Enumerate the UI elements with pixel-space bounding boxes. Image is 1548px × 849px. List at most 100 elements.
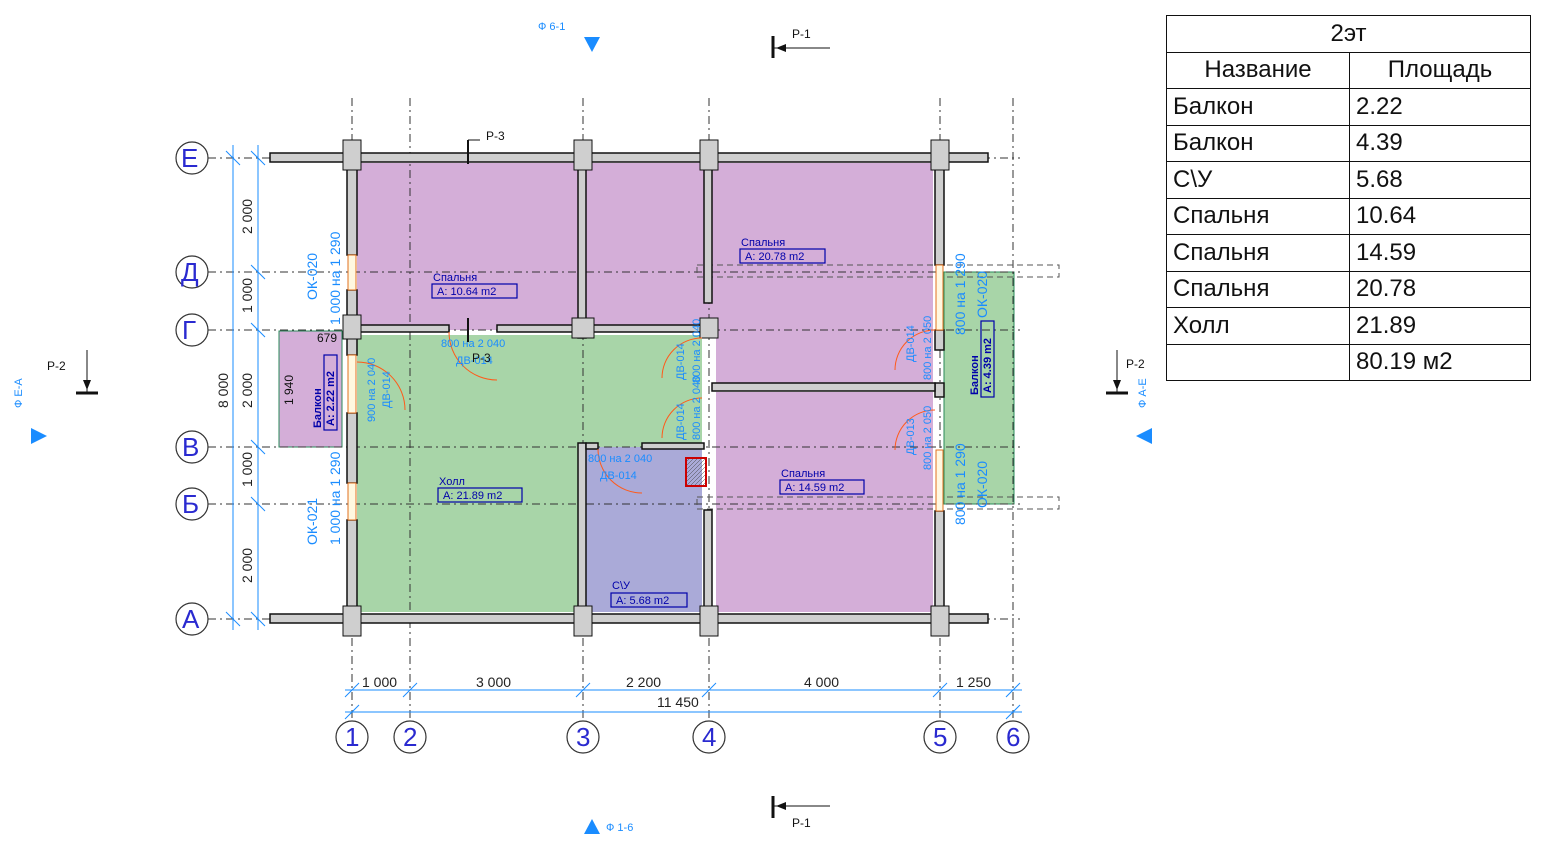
axis-col-6: 6 [1006,722,1020,752]
room-bedroom-3 [716,392,933,612]
axis-row-g: Г [182,315,196,345]
facade-top-marker [584,37,600,52]
axis-col-5: 5 [933,722,947,752]
dim-bottom-5: 1 250 [956,674,991,690]
section-p1-bottom: Р-1 [792,816,811,830]
ok021-left-size: 1 000 на 1 290 [327,451,343,545]
ok020-left-size: 1 000 на 1 290 [327,231,343,325]
row-area: 14.59 [1349,234,1531,272]
row-area: 21.89 [1349,307,1531,345]
row-area: 4.39 [1349,124,1531,162]
facade-top-label: Ф 6-1 [538,21,565,33]
dv014-b-size: 900 на 2 040 [366,358,378,422]
table-title: 2эт [1166,15,1531,53]
dv014-d: ДВ-014 [675,343,687,380]
balc2-area: A: 4.39 m2 [982,338,994,393]
room-bedroom-1 [357,163,579,330]
table-header-row: Название Площадь [1166,51,1531,89]
hall-name: Холл [439,476,465,488]
section-p2-right: Р-2 [1126,357,1145,371]
door-arcs [356,329,936,494]
dim-bottom-4: 4 000 [804,674,839,690]
facade-right-marker [1136,428,1152,444]
table-row: С\У 5.68 [1166,161,1531,199]
table-row: Спальня 20.78 [1166,270,1531,308]
bed2-area: A: 20.78 m2 [745,251,804,263]
dim-bottom-total: 11 450 [657,694,699,710]
area-schedule-table: 2эт Название Площадь Балкон 2.22 Балкон … [1166,15,1531,381]
balc2-name: Балкон [969,355,981,395]
wc-name: С\У [612,580,631,592]
dv014-a-size: 800 на 2 040 [441,338,505,350]
row-name: Холл [1166,307,1350,345]
dv014-f: ДВ-014 [905,325,917,362]
facade-bottom-label: Ф 1-6 [606,822,633,834]
axis-row-b: Б [182,489,199,519]
bed1-area: A: 10.64 m2 [437,286,496,298]
dv014-e-size: 800 на 2 040 [691,376,703,440]
section-p1-top: Р-1 [792,27,811,41]
balcony-height-dim: 1 940 [282,375,296,405]
column-stubs [342,139,950,637]
row-area: 2.22 [1349,88,1531,126]
axis-col-4: 4 [702,722,716,752]
bed3-name: Спальня [781,468,825,480]
bottom-dim-chain [344,682,1022,720]
bed1-name: Спальня [433,272,477,284]
section-cuts [76,36,1128,818]
dim-left-2: 1 000 [239,278,255,313]
table-total-row: 80.19 м2 [1166,343,1531,381]
balc1-name: Балкон [312,388,324,428]
dv013-size: 800 на 2 050 [922,406,934,470]
facade-right-label: Ф А-Е [1137,378,1149,408]
ok020-right-top-size: 800 на 1 290 [952,253,968,335]
facade-left-marker [31,428,47,444]
col-axis-bubbles [335,720,1030,754]
balcony-width-dim: 679 [317,331,337,345]
room-bedroom-2 [586,163,933,330]
ok021-left: ОК-021 [304,498,320,545]
facade-bottom-marker [584,819,600,834]
header-name: Название [1166,51,1350,89]
axis-col-3: 3 [576,722,590,752]
stairs [685,457,707,487]
axis-row-v: В [182,432,199,462]
axis-col-2: 2 [403,722,417,752]
table-row: Спальня 14.59 [1166,234,1531,272]
table-row: Балкон 2.22 [1166,88,1531,126]
row-axis-bubbles [175,141,209,636]
ok020-right-bot: ОК-020 [974,461,990,508]
bed3-area: A: 14.59 m2 [785,482,844,494]
row-name: Балкон [1166,124,1350,162]
axis-row-d: Д [181,257,199,287]
dv014-e: ДВ-014 [675,403,687,440]
dim-bottom-3: 2 200 [626,674,661,690]
dim-left-total: 8 000 [215,373,231,408]
total-area: 80.19 м2 [1349,343,1531,381]
dim-left-3: 2 000 [239,373,255,408]
dv014-a: ДВ-014 [456,355,493,367]
facade-left-label: Ф Е-А [13,378,25,408]
row-area: 10.64 [1349,197,1531,235]
table-row: Холл 21.89 [1166,307,1531,345]
section-p3-mid: Р-3 [472,351,491,365]
total-label [1166,343,1350,381]
row-name: Спальня [1166,234,1350,272]
axis-col-1: 1 [345,722,359,752]
room-bedroom-2b [716,330,933,383]
dim-left-4: 1 000 [239,452,255,487]
left-dim-chain [225,145,266,630]
room-balcony-2 [943,271,1015,505]
table-row: Спальня 10.64 [1166,197,1531,235]
dim-left-5: 2 000 [239,548,255,583]
ok020-left: ОК-020 [304,253,320,300]
dv014-f-size: 800 на 2 050 [922,316,934,380]
floor-plan: Спальня A: 10.64 m2 Спальня A: 20.78 m2 … [13,21,1152,834]
axis-row-e: Е [181,143,198,173]
row-name: Балкон [1166,88,1350,126]
table-title-row: 2эт [1166,15,1531,53]
dim-bottom-1: 1 000 [362,674,397,690]
dv014-c: ДВ-014 [600,470,637,482]
section-p2-left: Р-2 [47,359,66,373]
dv014-d-size: 800 на 2 040 [691,319,703,383]
